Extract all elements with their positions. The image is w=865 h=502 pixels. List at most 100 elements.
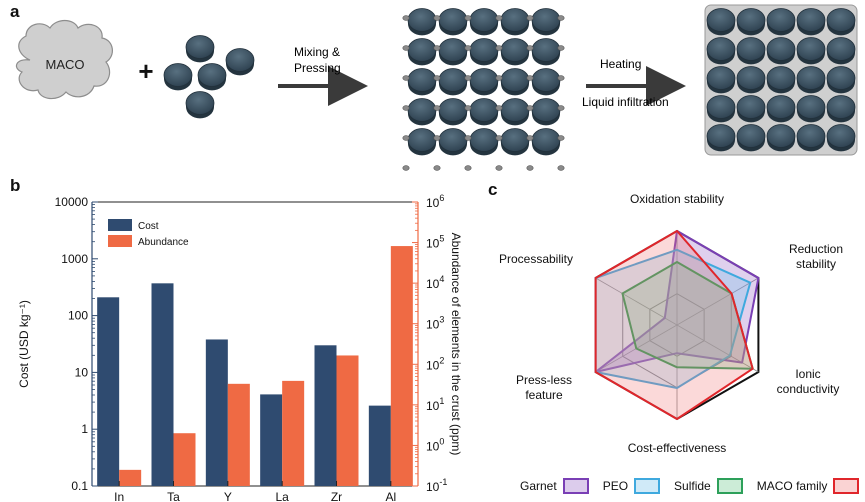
infiltrated-pellet [796,37,826,65]
loose-pellets [163,35,255,119]
additive-particle [402,105,410,111]
pressed-pellet [438,8,468,36]
additive-particle [495,135,503,141]
pressed-pellet [407,128,437,156]
infiltrated-pellet [826,8,856,36]
additive-particle [402,165,410,171]
additive-particle [402,15,410,21]
additive-particle [526,15,534,21]
pressed-pellet [407,98,437,126]
abundance-bar [227,383,250,486]
pressed-pellet [531,68,561,96]
y2-tick-label: 106 [426,193,444,210]
infiltrated-pellet [826,37,856,65]
additive-particle [433,135,441,141]
pressed-pellet [500,128,530,156]
pressed-pellet-grid [402,8,565,171]
additive-particle [557,45,565,51]
pressed-pellet [500,8,530,36]
loose-pellet [197,63,227,91]
cost-bar [151,283,174,486]
y2-tick-label: 101 [426,396,444,413]
infiltrated-pellet [736,124,766,152]
pressed-pellet [531,128,561,156]
infiltrated-pellet [796,124,826,152]
additive-particle [433,105,441,111]
abundance-bar [336,355,359,486]
y-tick-label: 10000 [55,195,89,209]
pressed-pellet [469,8,499,36]
pressed-pellet [438,68,468,96]
infiltrated-pellet [766,37,796,65]
additive-particle [495,45,503,51]
y2-tick-label: 104 [426,274,444,291]
step2-line2: Liquid infiltration [582,95,669,109]
additive-particle [495,75,503,81]
y-tick-label: 100 [68,309,88,323]
step2-line1: Heating [600,57,641,71]
legend-maco-swatch [833,478,860,494]
x-tick-label: Y [224,490,232,502]
step1-line1: Mixing & [294,45,340,59]
additive-particle [464,105,472,111]
infiltrated-pellet [826,66,856,94]
radar-spoke [676,277,759,326]
additive-particle [464,165,472,171]
pressed-pellet [500,68,530,96]
additive-particle [495,105,503,111]
radar-axis-label: Press-less [516,373,572,387]
pressed-pellet [469,38,499,66]
legend-maco-label: MACO family [756,479,828,493]
y2-axis-title: Abundance of elements in the crust (ppm) [449,233,463,456]
radar-axis-label: conductivity [777,382,840,396]
additive-particle [557,135,565,141]
pressed-pellet [531,8,561,36]
radar-axis-label: stability [796,257,836,271]
additive-particle [402,75,410,81]
additive-particle [433,75,441,81]
cost-bar [368,405,391,486]
y2-tick-label: 100 [426,436,444,453]
legend-sulfide-swatch [716,478,743,494]
radar-axis-label: Ionic [795,367,820,381]
additive-particle [495,165,503,171]
pressed-pellet [407,38,437,66]
radar-ring [622,261,732,389]
y2-tick-label: 103 [426,315,444,332]
maco-cloud [15,19,113,100]
y2-tick-label: 102 [426,355,444,372]
additive-particle [557,75,565,81]
legend-sulfide-label: Sulfide [674,479,711,493]
radar-axis-label: Reduction [789,242,843,256]
additive-particle [464,75,472,81]
y2-tick-label: 10-1 [426,477,447,494]
additive-particle [557,165,565,171]
cost-bar [205,339,228,486]
infiltrated-pellet [706,66,736,94]
y-tick-label: 10 [75,365,89,379]
loose-pellet [185,91,215,119]
additive-particle [464,15,472,21]
loose-pellet [225,48,255,76]
infiltrated-pellet [826,124,856,152]
radar-spoke [676,324,759,373]
x-tick-label: Al [385,490,396,502]
x-tick-label: La [275,490,289,502]
panel-label-c: c [488,180,498,199]
pressed-pellet [438,128,468,156]
radar-legend: Garnet PEO Sulfide MACO family [520,478,865,494]
additive-particle [433,15,441,21]
radar-ring [649,293,705,357]
panel-label-a: a [10,2,20,21]
y-tick-label: 1 [81,422,88,436]
abundance-bar [282,380,305,486]
legend-peo-label: PEO [602,479,629,493]
legend-cost-label: Cost [138,221,159,232]
additive-particle [557,15,565,21]
additive-particle [526,105,534,111]
pressed-pellet [469,128,499,156]
radar-series-sulfide [621,261,754,370]
radar-spoke [595,324,678,373]
pressed-pellet [469,68,499,96]
infiltrated-pellet [826,95,856,123]
